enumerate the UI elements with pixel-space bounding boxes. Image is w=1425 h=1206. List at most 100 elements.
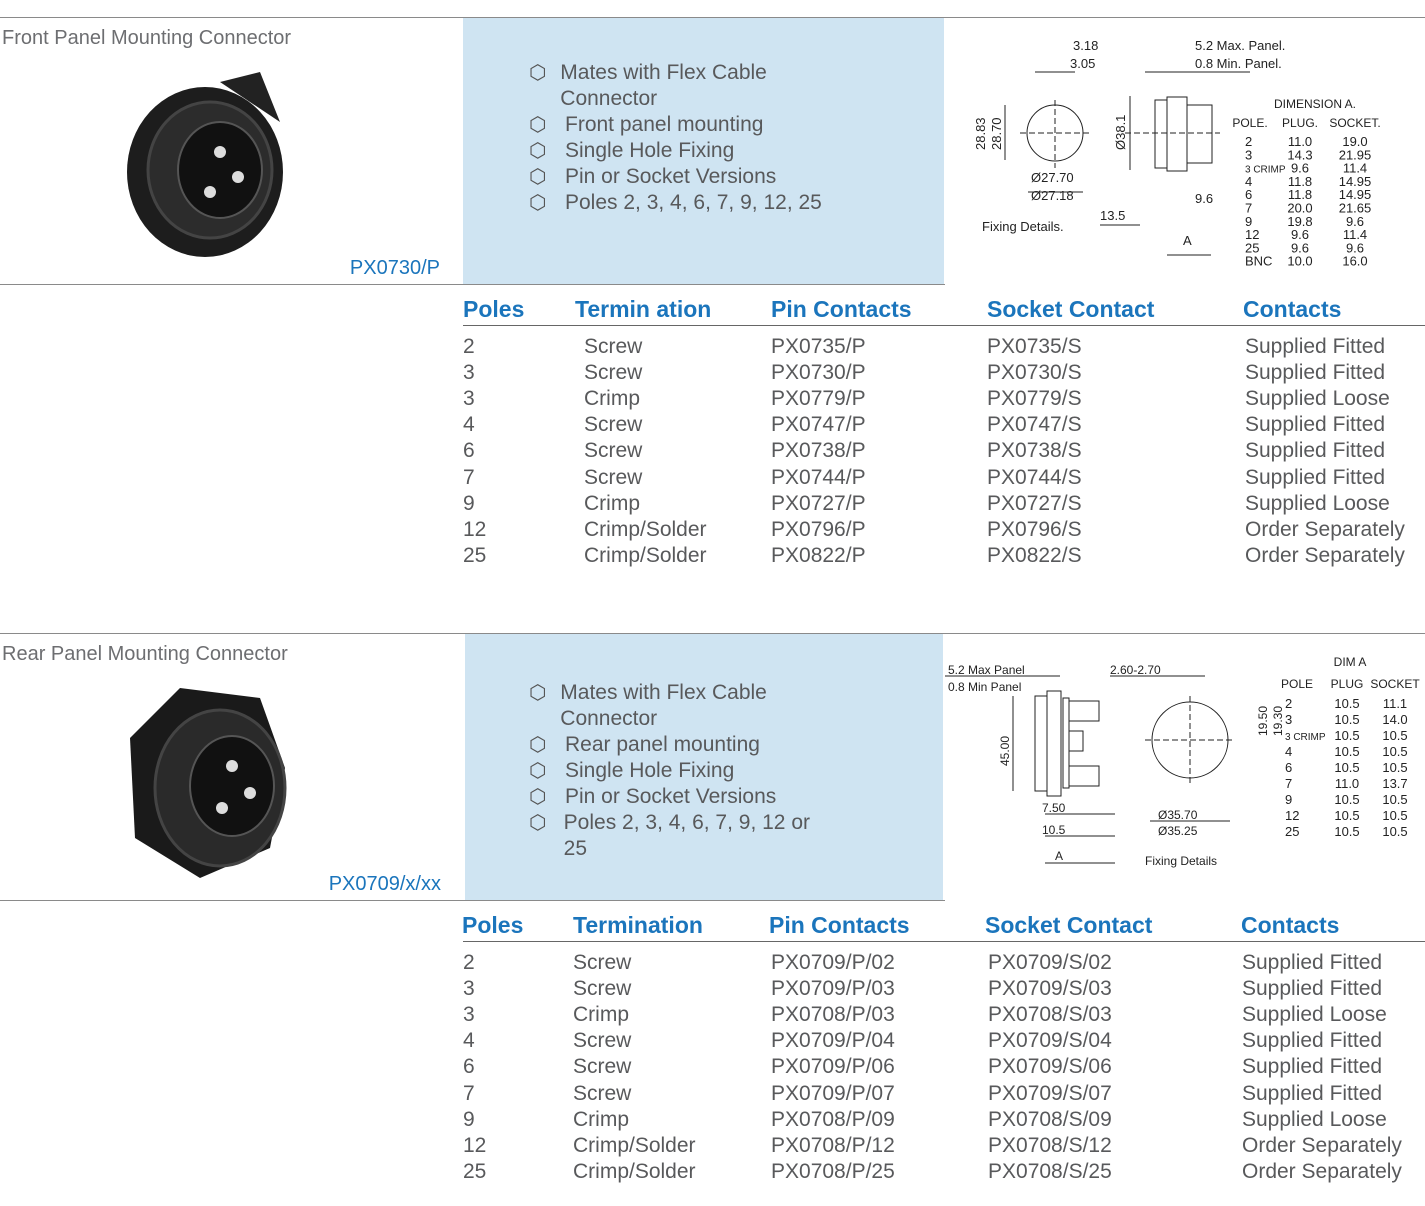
dimension-value: 3 xyxy=(1245,147,1252,162)
hexagon-bullet-icon: ⬡ xyxy=(529,114,547,136)
dimension-header: PLUG. xyxy=(1282,116,1318,130)
header-rule xyxy=(463,941,1425,942)
dimension-value: 2 xyxy=(1245,134,1252,149)
dimension-label: Fixing Details. xyxy=(982,219,1064,234)
dimension-value: 11.8 xyxy=(1288,174,1312,189)
dimension-label: 2.60-2.70 xyxy=(1110,663,1161,677)
dimension-value: 14.95 xyxy=(1339,174,1372,189)
dimension-value: 10.0 xyxy=(1287,254,1312,269)
table-cell: PX0730/S xyxy=(987,361,1082,385)
table-cell: 7 xyxy=(463,465,475,489)
table-cell: PX0708/S/25 xyxy=(988,1159,1112,1183)
table-cell: 7 xyxy=(463,1081,475,1105)
dimension-label: Ø35.70 xyxy=(1158,808,1198,822)
column-header: Termin ation xyxy=(575,296,712,322)
dimension-value: 10.5 xyxy=(1382,792,1407,807)
dimension-value: 9 xyxy=(1245,214,1252,229)
dimension-label: 19.30 xyxy=(1271,706,1285,736)
dimension-label: 0.8 Min. Panel. xyxy=(1195,56,1282,71)
table-cell: Order Separately xyxy=(1245,543,1405,567)
table-cell: PX0708/P/12 xyxy=(771,1133,895,1157)
dimension-label: 45.00 xyxy=(998,736,1012,766)
dimension-label: Ø35.25 xyxy=(1158,824,1198,838)
dimension-value: 11.0 xyxy=(1288,134,1312,149)
table-cell: Supplied Loose xyxy=(1242,1107,1387,1131)
hexagon-bullet-icon: ⬡ xyxy=(529,786,547,808)
feature-bullet: ⬡Single Hole Fixing xyxy=(529,139,735,162)
table-cell: Crimp xyxy=(584,387,640,411)
column-header: Contacts xyxy=(1243,296,1342,322)
dimension-value: 6 xyxy=(1245,187,1252,202)
column-header: Pin Contacts xyxy=(769,912,910,938)
table-cell: PX0779/P xyxy=(771,387,866,411)
dimension-value: 4 xyxy=(1245,174,1252,189)
table-cell: PX0727/S xyxy=(987,491,1082,515)
table-cell: 25 xyxy=(463,543,487,567)
table-cell: PX0709/S/06 xyxy=(988,1055,1112,1079)
column-header: Pin Contacts xyxy=(771,296,912,322)
table-cell: PX0796/P xyxy=(771,517,866,541)
table-cell: 12 xyxy=(463,517,487,541)
dimension-value: 11.4 xyxy=(1343,161,1367,176)
dimension-value: 10.5 xyxy=(1334,792,1359,807)
divider xyxy=(0,284,945,285)
table-cell: Supplied Loose xyxy=(1245,491,1390,515)
dimension-label: A xyxy=(1183,233,1192,248)
dimension-value: 9.6 xyxy=(1346,214,1364,229)
dimension-value: 3 CRIMP xyxy=(1285,732,1326,743)
table-cell: Supplied Fitted xyxy=(1242,951,1383,974)
table-cell: PX0779/S xyxy=(987,387,1082,411)
dimension-value: 7 xyxy=(1245,201,1252,216)
feature-bullet: ⬡Mates with Flex Cable Connector xyxy=(529,61,767,110)
table-cell: Crimp/Solder xyxy=(584,543,707,567)
table-cell: Supplied Fitted xyxy=(1242,1081,1383,1105)
table-cell: PX0709/P/04 xyxy=(771,1029,895,1053)
table-cell: Crimp/Solder xyxy=(573,1159,696,1183)
table-cell: PX0709/S/04 xyxy=(988,1029,1112,1053)
dimension-value: 25 xyxy=(1285,824,1299,839)
table-cell: PX0709/P/03 xyxy=(771,977,895,1001)
dimension-value: 10.5 xyxy=(1334,760,1359,775)
dimension-value: 13.7 xyxy=(1382,776,1407,791)
table-cell: Screw xyxy=(573,1029,632,1053)
dimension-header: SOCKET xyxy=(1370,677,1420,691)
table-cell: Supplied Fitted xyxy=(1245,361,1386,385)
table-cell: PX0735/P xyxy=(771,335,866,358)
table-cell: Supplied Fitted xyxy=(1242,977,1383,1001)
dimension-value: 19.8 xyxy=(1287,214,1312,229)
table-cell: PX0730/P xyxy=(771,361,866,385)
table-cell: PX0735/S xyxy=(987,335,1082,358)
dimension-value: 6 xyxy=(1285,760,1292,775)
dimension-header: SOCKET. xyxy=(1329,116,1380,130)
dimension-value: 12 xyxy=(1285,808,1299,823)
table-cell: PX0708/S/03 xyxy=(988,1003,1112,1027)
table-cell: 3 xyxy=(463,361,475,385)
section-title: Front Panel Mounting Connector xyxy=(2,27,292,49)
dimension-value: 10.5 xyxy=(1334,808,1359,823)
dimension-value: 10.5 xyxy=(1382,760,1407,775)
hexagon-bullet-icon: ⬡ xyxy=(529,140,547,162)
table-cell: PX0727/P xyxy=(771,491,866,515)
table-cell: Screw xyxy=(573,1081,632,1105)
feature-bullet: ⬡Mates with Flex Cable Connector xyxy=(529,681,767,730)
dimension-value: 10.5 xyxy=(1334,712,1359,727)
dimension-value: 25 xyxy=(1245,240,1259,255)
table-cell: PX0747/P xyxy=(771,413,866,437)
table-cell: Crimp/Solder xyxy=(584,517,707,541)
dimension-value: 4 xyxy=(1285,744,1292,759)
dimension-value: 11.0 xyxy=(1335,776,1359,791)
divider xyxy=(0,900,945,901)
hexagon-bullet-icon: ⬡ xyxy=(529,812,547,834)
dimension-label: 7.50 xyxy=(1042,801,1066,815)
table-cell: PX0747/S xyxy=(987,413,1082,437)
table-cell: Crimp xyxy=(584,491,640,515)
table-cell: Supplied Fitted xyxy=(1242,1029,1383,1053)
hexagon-bullet-icon: ⬡ xyxy=(529,62,547,84)
dimension-title: DIMENSION A. xyxy=(1274,97,1356,111)
table-cell: Screw xyxy=(573,951,632,974)
column-header: Poles xyxy=(463,296,525,322)
dimension-label: 10.5 xyxy=(1042,823,1066,837)
feature-bullet: ⬡Single Hole Fixing xyxy=(529,759,735,782)
dimension-value: 10.5 xyxy=(1334,728,1359,743)
